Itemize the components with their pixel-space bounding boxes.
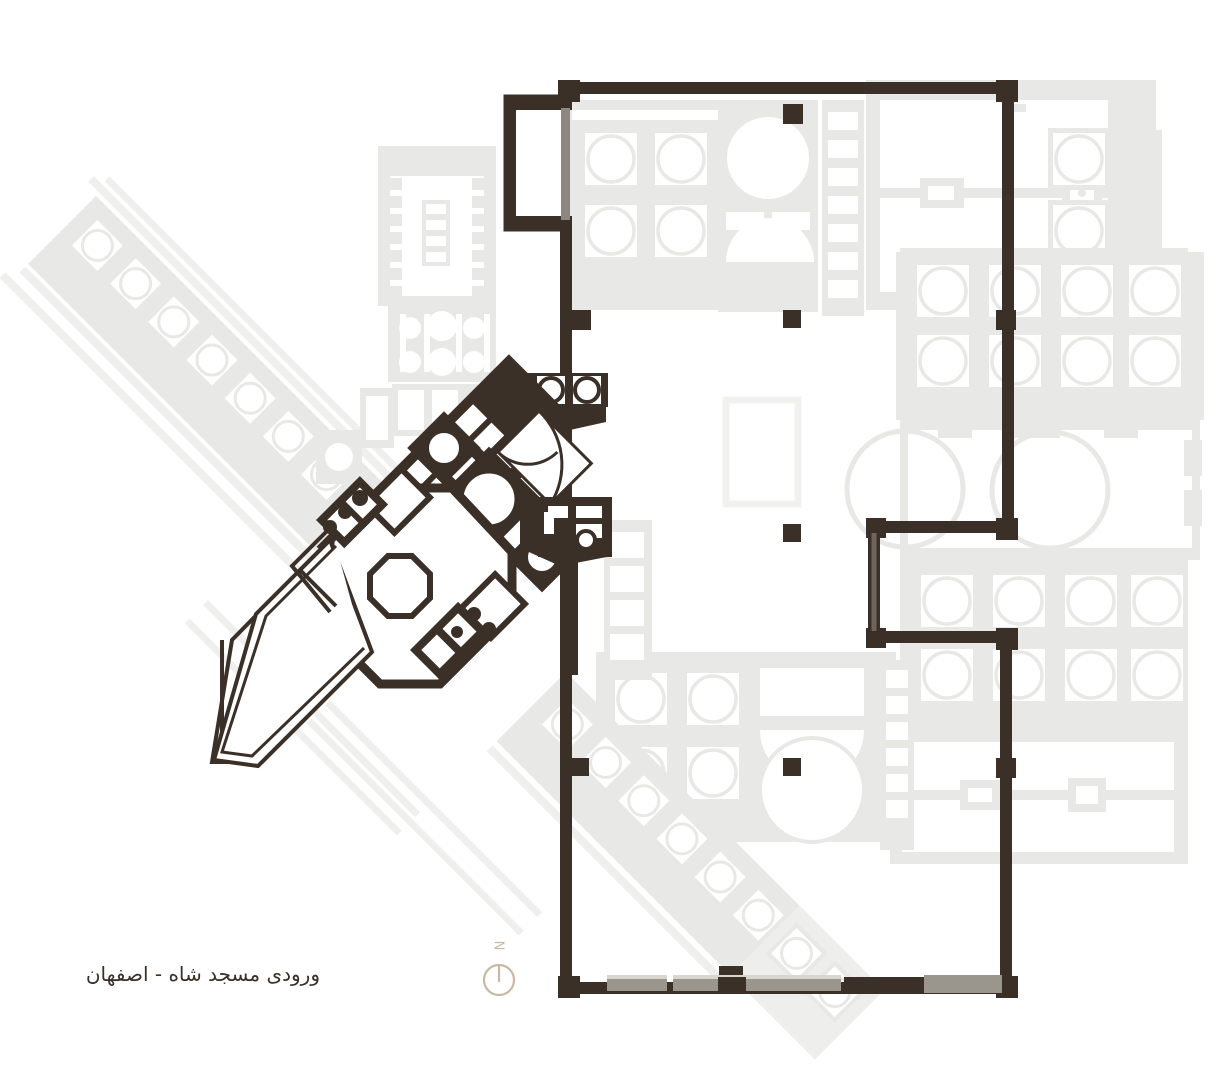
context-east-domed-hall	[844, 416, 1202, 560]
portal-iwan	[495, 408, 594, 507]
shabestan-grid-south	[596, 652, 896, 844]
context-north-corridor	[822, 100, 864, 316]
bazaar-outer-band-northwest	[88, 176, 462, 550]
courtyard-pool	[722, 396, 802, 508]
hashti-pool	[367, 553, 433, 619]
context-southeast-courtyard	[890, 732, 1188, 864]
bazaar-arcade-southwest	[486, 672, 807, 985]
hashti-northwest-room	[361, 464, 435, 538]
shabestan-grid-east	[896, 248, 1204, 420]
context-madrasa-block	[378, 146, 496, 382]
context-plan-layer	[0, 80, 1204, 1060]
approach-chevron	[289, 530, 338, 614]
north-arrow-label: N	[490, 940, 506, 951]
shabestan-grid-southeast	[900, 556, 1190, 732]
entrance-complex-highlight	[316, 354, 612, 689]
wall-piers	[558, 80, 1018, 998]
portal-east-pier	[566, 545, 578, 675]
shabestan-grid-north	[565, 100, 818, 312]
south-wall-openings	[607, 975, 1002, 993]
context-portal-east	[604, 520, 652, 680]
north-arrow	[482, 963, 516, 997]
entrance-domed-chamber-nw	[407, 411, 481, 485]
entrance-engaged-columns	[323, 490, 496, 638]
drawing-caption: ورودی مسجد شاه - اصفهان	[85, 962, 320, 986]
context-south-corridor	[880, 660, 914, 850]
mosque-enclosure-wall	[503, 80, 1018, 998]
wall-inner-face-highlight	[561, 108, 570, 220]
context-hashti-surrounds	[316, 388, 394, 484]
